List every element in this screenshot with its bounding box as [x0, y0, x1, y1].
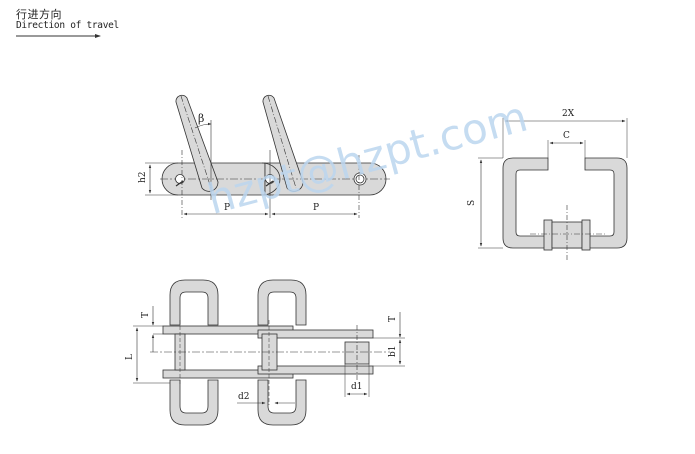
thickness-t-left-label: T — [141, 312, 151, 318]
width-2x-label: 2X — [562, 109, 575, 119]
inner-width-b1-label: b1 — [388, 346, 398, 358]
pin-d2-label: d2 — [238, 392, 250, 402]
gap-c-label: C — [563, 131, 570, 141]
length-l-label: L — [125, 354, 135, 360]
height-s-label: S — [467, 200, 477, 206]
end-view — [478, 118, 628, 262]
beta-label: β — [198, 112, 204, 125]
roller-d1-label: d1 — [351, 382, 363, 392]
thickness-t-right-label: T — [388, 316, 398, 322]
h2-label: h2 — [138, 171, 148, 183]
pitch-label-2: P — [313, 203, 319, 213]
direction-title-en: Direction of travel — [16, 20, 119, 31]
top-view — [133, 279, 405, 426]
pitch-label-1: P — [224, 203, 230, 213]
direction-title-cn: 行进方向 — [16, 8, 62, 21]
side-view — [145, 94, 390, 218]
